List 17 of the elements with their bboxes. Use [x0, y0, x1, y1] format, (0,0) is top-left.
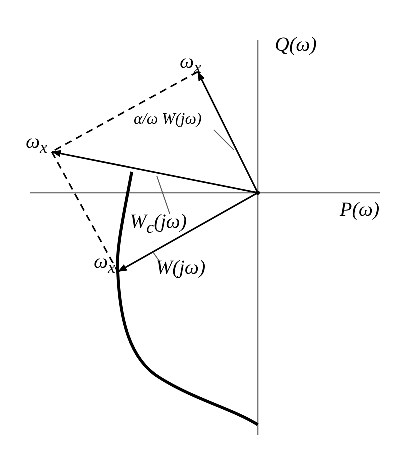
vector-label: W$_{c}$(jω) [130, 212, 188, 238]
dashed-line [51, 152, 119, 272]
vector-arrow [52, 150, 258, 194]
origin-point [256, 191, 260, 195]
leader-line [152, 252, 160, 262]
vector-label: α/ω W(jω) [134, 110, 202, 130]
leader-line [214, 130, 234, 150]
vector-label: W(jω) [156, 258, 206, 278]
point-label: ω$_{x}$ [94, 252, 116, 278]
point-label: ω$_{x}$ [26, 132, 48, 158]
axis-label: P(ω) [340, 200, 380, 220]
leader-line [156, 176, 170, 214]
point-label: ω$_{x}$ [180, 52, 202, 78]
axis-label: Q(ω) [275, 35, 317, 55]
vector-arrow [118, 192, 258, 273]
dashed-line [52, 71, 198, 153]
vector-arrow [197, 72, 259, 194]
